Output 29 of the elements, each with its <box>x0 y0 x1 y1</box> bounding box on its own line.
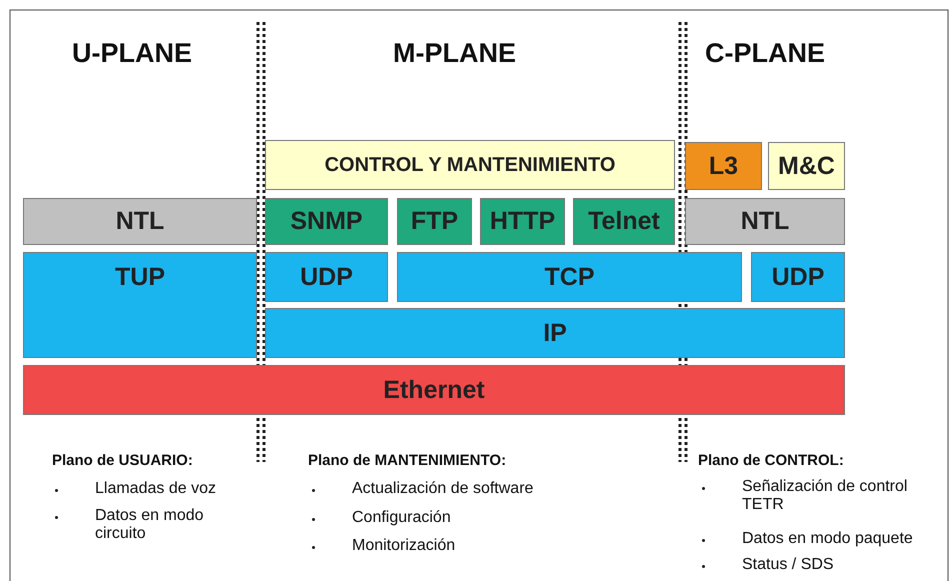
protocol-block: TUP <box>23 252 257 358</box>
section-heading: Plano de USUARIO: <box>52 452 193 469</box>
plane-heading: M-PLANE <box>393 38 516 69</box>
protocol-block: Telnet <box>573 198 675 245</box>
layer-block: CONTROL Y MANTENIMIENTO <box>265 140 675 190</box>
protocol-block: IP <box>265 308 845 358</box>
plane-heading: U-PLANE <box>72 38 192 69</box>
protocol-block: UDP <box>751 252 845 302</box>
protocol-block: SNMP <box>265 198 388 245</box>
list-item: Actualización de software <box>352 480 534 498</box>
protocol-block: TCP <box>397 252 742 302</box>
list-item: Configuración <box>352 509 452 527</box>
protocol-block: UDP <box>265 252 388 302</box>
list-item: Datos en modo paquete <box>742 530 914 548</box>
list-item: Monitorización <box>352 537 456 555</box>
list-item: Señalización de control TETR <box>742 478 908 514</box>
layer-block: NTL <box>23 198 257 245</box>
section-heading: Plano de CONTROL: <box>698 452 844 469</box>
protocol-block: HTTP <box>480 198 565 245</box>
protocol-block: FTP <box>397 198 472 245</box>
list-item: Llamadas de voz <box>95 480 217 498</box>
layer-block: NTL <box>685 198 845 245</box>
section-heading: Plano de MANTENIMIENTO: <box>308 452 506 469</box>
protocol-block: Ethernet <box>23 365 845 415</box>
plane-heading: C-PLANE <box>705 38 825 69</box>
list-item: Status / SDS <box>742 556 835 574</box>
list-item: Datos en modo circuito <box>95 507 205 543</box>
layer-block: L3 <box>685 142 762 190</box>
layer-block: M&C <box>768 142 845 190</box>
